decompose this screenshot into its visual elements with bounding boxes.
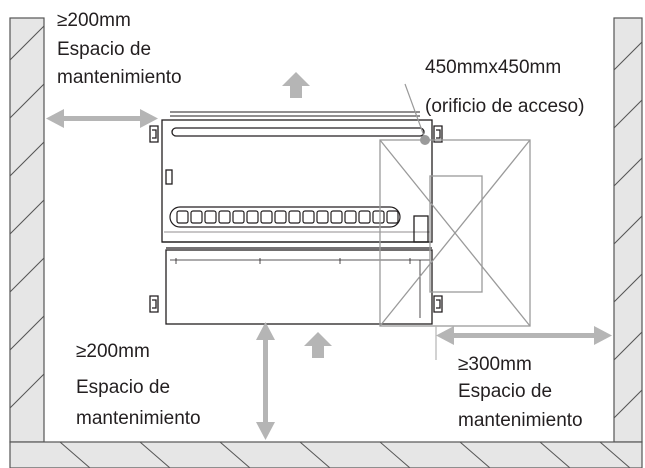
- access-hole-note: (orificio de acceso): [425, 96, 585, 117]
- floor-wall: [9, 441, 643, 468]
- top-left-clearance-label-2: mantenimiento: [57, 67, 182, 88]
- filter-slots: [169, 206, 401, 228]
- right-clearance-label-2: mantenimiento: [458, 410, 583, 431]
- airflow-up-arrow-top: [282, 72, 310, 98]
- bottom-clearance-label-1: Espacio de: [76, 377, 171, 398]
- access-hole-size: 450mmx450mm: [425, 57, 562, 78]
- right-clearance-value: ≥300mm: [458, 354, 532, 375]
- right-wall: [613, 17, 643, 443]
- bottom-clearance-value: ≥200mm: [76, 341, 150, 362]
- bottom-clearance-arrow: [256, 322, 275, 440]
- left-wall: [9, 17, 45, 443]
- indoor-unit: [149, 111, 443, 325]
- right-clearance-label-1: Espacio de: [458, 381, 553, 402]
- left-clearance-arrow: [46, 109, 158, 128]
- top-left-clearance-value: ≥200mm: [57, 10, 131, 31]
- top-left-clearance-label-1: Espacio de: [57, 39, 152, 60]
- bottom-clearance-label-2: mantenimiento: [76, 408, 201, 429]
- airflow-up-arrow-bottom: [304, 332, 332, 358]
- access-hole-leader: [404, 83, 425, 137]
- right-clearance-arrow: [436, 326, 612, 345]
- access-hole: [379, 135, 531, 327]
